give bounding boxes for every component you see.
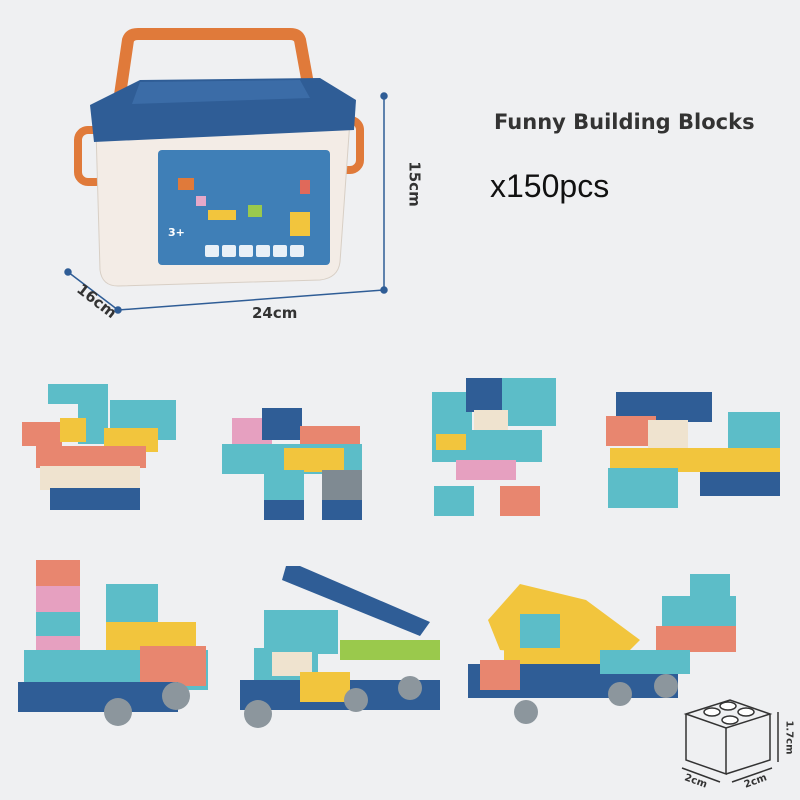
box-handle — [114, 28, 316, 97]
model-crane-truck — [240, 566, 440, 728]
model-robot — [432, 378, 556, 516]
brick-detail-drawing — [681, 699, 779, 783]
piece-count: x150pcs — [490, 168, 610, 204]
box-lid-top — [132, 80, 310, 104]
dimension-lines — [64, 92, 388, 314]
model-camel — [222, 408, 362, 520]
box-width-label: 24cm — [252, 304, 298, 322]
brick-height-label: 1.7cm — [783, 720, 795, 755]
model-train — [18, 560, 208, 726]
model-airplane — [468, 574, 736, 724]
storage-box: 3+ — [74, 28, 364, 287]
model-crab — [606, 392, 780, 508]
box-label-panel — [158, 150, 330, 265]
age-label: 3+ — [168, 226, 185, 239]
model-duck — [22, 384, 176, 510]
box-height-label: 15cm — [405, 161, 424, 207]
product-title: Funny Building Blocks — [494, 110, 755, 134]
